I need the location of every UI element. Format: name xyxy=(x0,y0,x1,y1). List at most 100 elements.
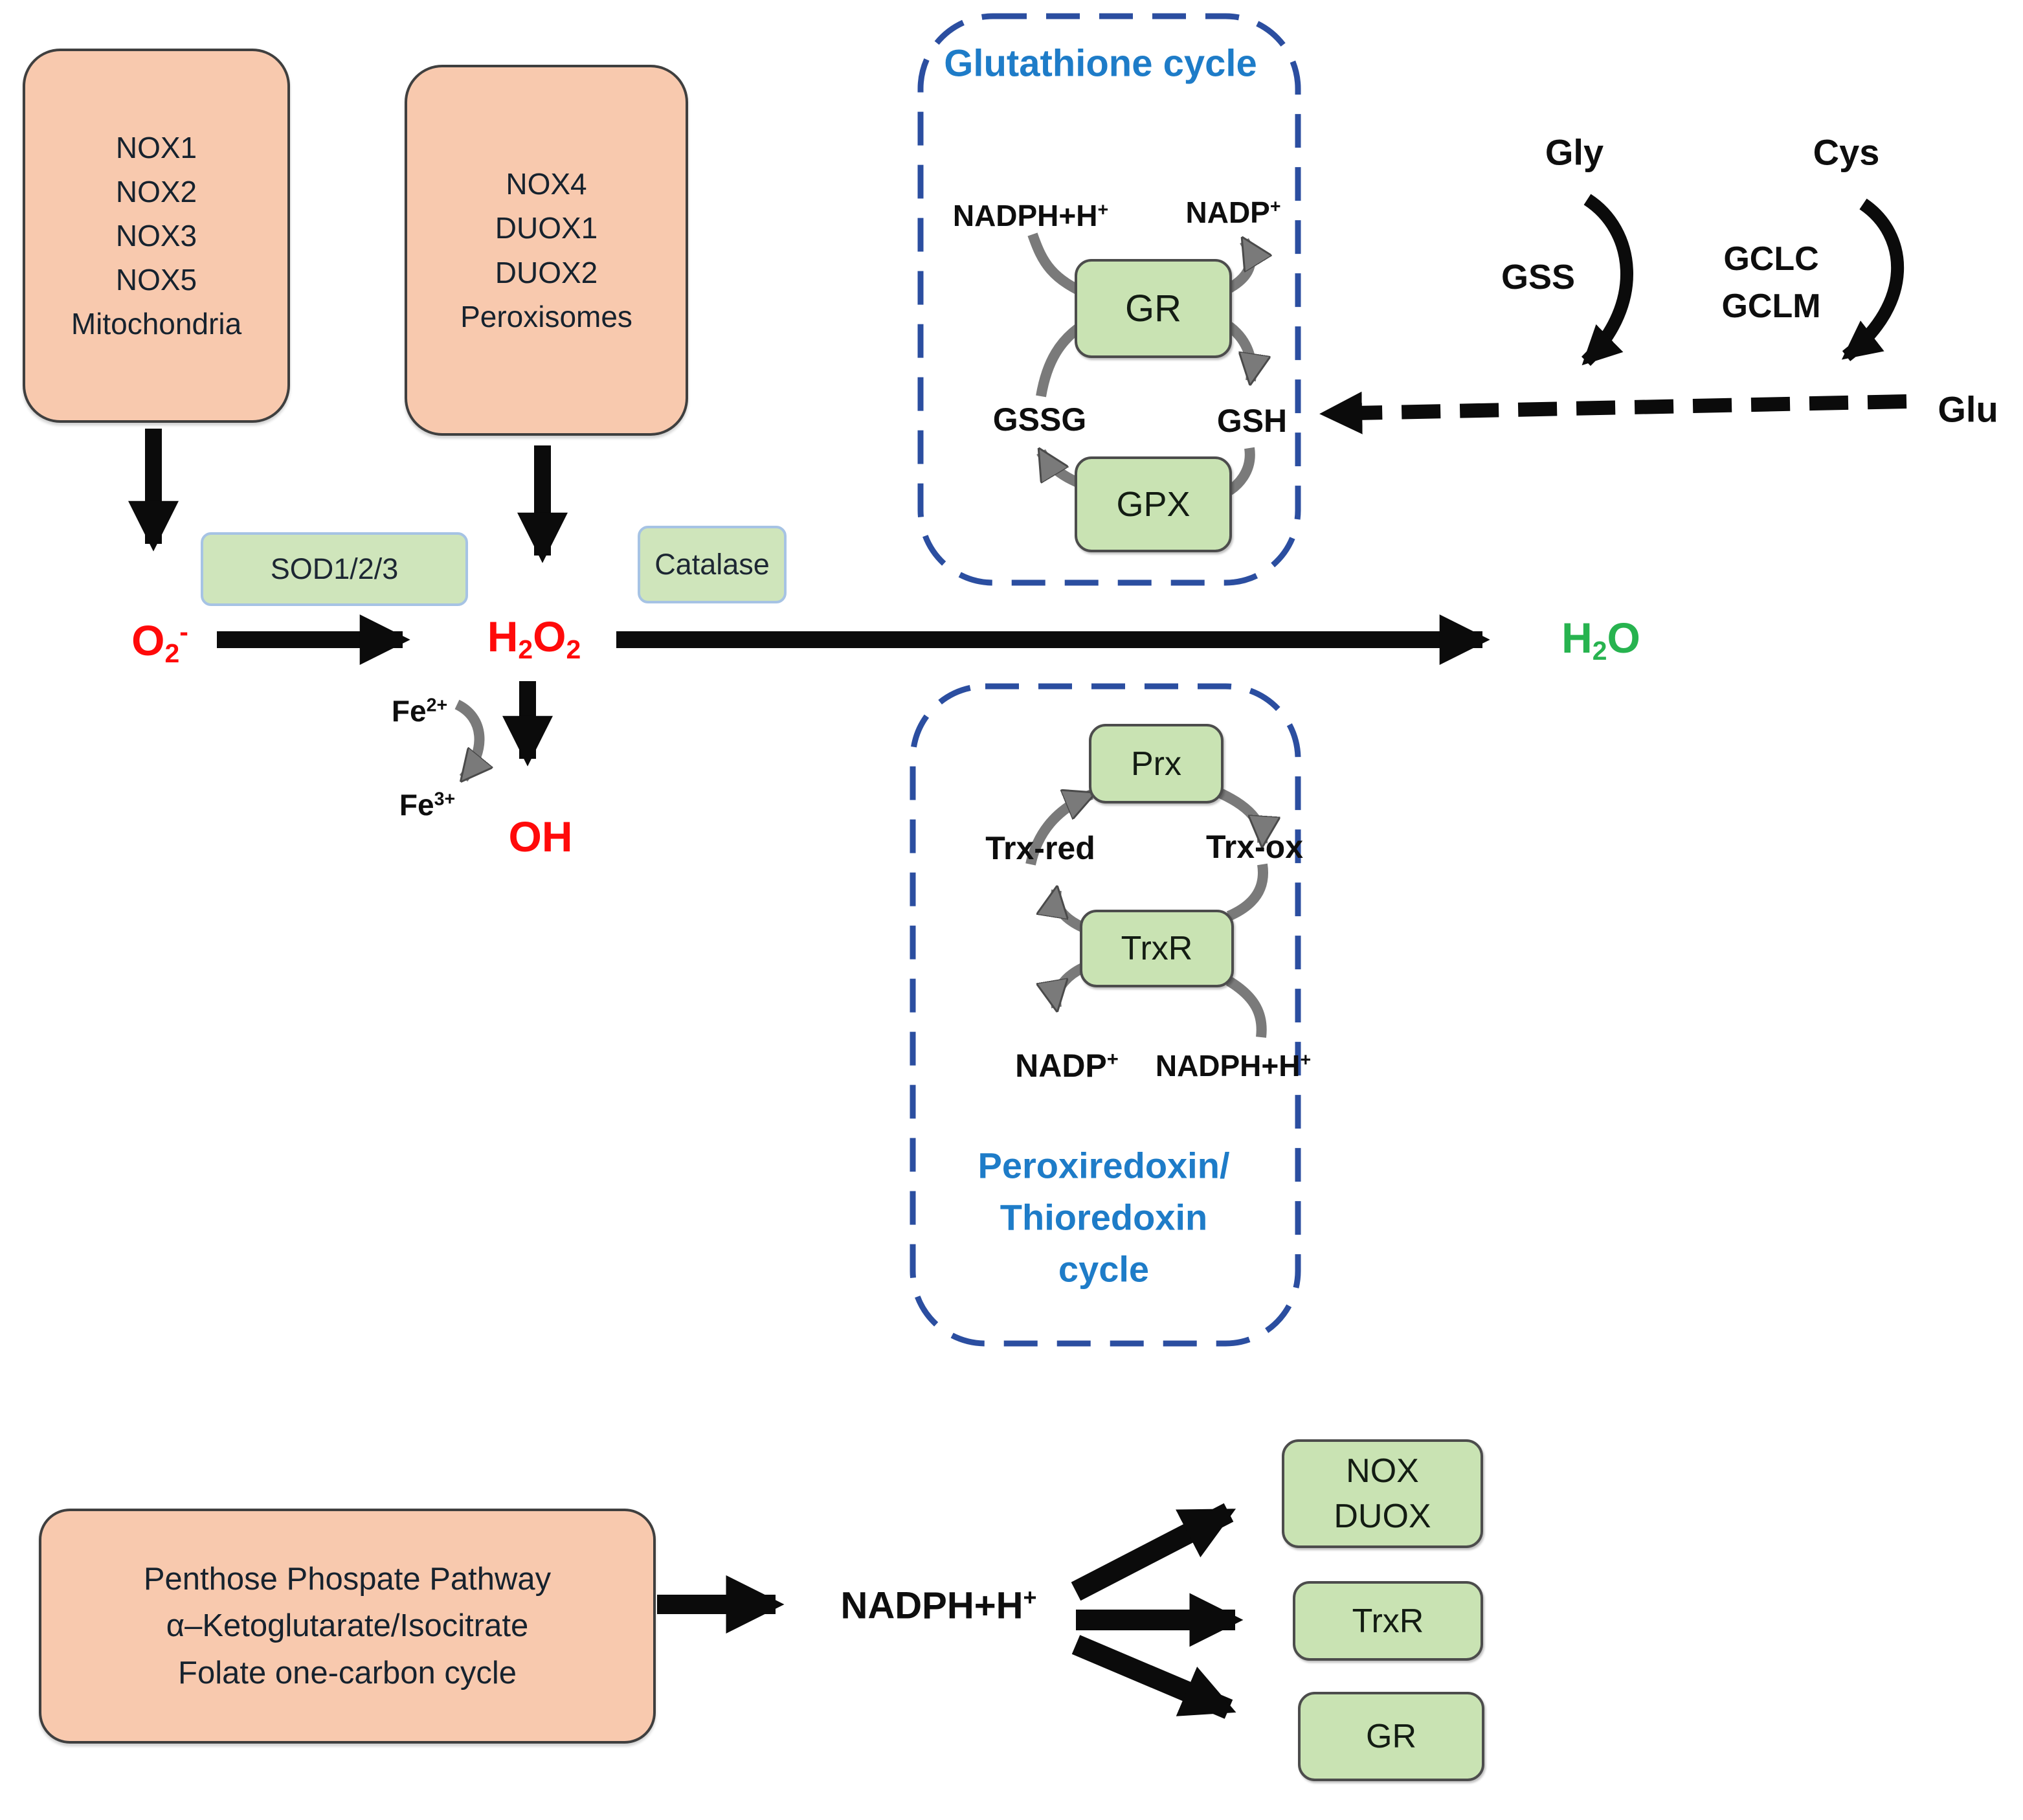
sod-enzyme-box: SOD1/2/3 xyxy=(201,532,468,606)
gss-label: GSS xyxy=(1501,257,1575,297)
arrow-gly-to-gsh-line xyxy=(1582,194,1633,366)
glut-nadp-base: NADP xyxy=(1185,196,1270,229)
fe3-label: Fe3+ xyxy=(399,787,455,822)
gsh-text: GSH xyxy=(1216,403,1288,439)
box-line: Penthose Phospate Pathway xyxy=(143,1561,552,1597)
cys-label: Cys xyxy=(1813,131,1880,174)
prx-nadp-sup: + xyxy=(1106,1047,1119,1070)
box-line: DUOX1 xyxy=(495,211,598,245)
arrow-nadph-to-noxduox xyxy=(1071,1503,1236,1601)
glu-text: Glu xyxy=(1938,388,1998,430)
nadph-sources-box: Penthose Phospate Pathway α–Ketoglutarat… xyxy=(39,1509,656,1744)
gss-text: GSS xyxy=(1501,258,1576,297)
fe2-sup: 2+ xyxy=(426,695,448,716)
gly-text: Gly xyxy=(1545,131,1604,173)
trxr-label: TrxR xyxy=(1121,930,1193,967)
fe3-sup: 3+ xyxy=(434,789,456,810)
hydroxyl-label: OH xyxy=(509,812,573,861)
gclm-label: GCLM xyxy=(1721,287,1820,326)
gclc-text: GCLC xyxy=(1723,240,1819,278)
box-line: NOX4 xyxy=(506,167,587,201)
gr-label: GR xyxy=(1125,287,1181,330)
glu-label: Glu xyxy=(1938,388,1998,431)
glut-nadph-label: NADPH+H+ xyxy=(953,198,1108,233)
box-line: DUOX2 xyxy=(495,255,598,289)
box-line: NOX2 xyxy=(115,174,197,208)
arc-trxox-to-trxr xyxy=(1226,863,1268,921)
prx-cycle-title2-text: Thioredoxin xyxy=(1000,1196,1208,1238)
gly-label: Gly xyxy=(1545,131,1604,174)
gclm-text: GCLM xyxy=(1721,287,1821,325)
duox-target-text: DUOX xyxy=(1334,1498,1431,1535)
superoxide-sup: - xyxy=(179,616,188,647)
prx-cycle-title-line2: Thioredoxin xyxy=(1000,1196,1207,1239)
trx-red-text: Trx-red xyxy=(985,830,1095,866)
trx-red-label: Trx-red xyxy=(985,829,1095,867)
trx-ox-text: Trx-ox xyxy=(1205,829,1304,865)
gsh-label: GSH xyxy=(1217,402,1287,440)
nox-target-text: NOX xyxy=(1346,1452,1419,1490)
box-line: NOX1 xyxy=(115,130,197,164)
prx-cycle-title-line3: cycle xyxy=(1058,1248,1149,1290)
prx-nadph-base: NADPH+H xyxy=(1155,1049,1301,1083)
glutathione-cycle-title: Glutathione cycle xyxy=(944,42,1257,85)
prx-label: Prx xyxy=(1131,745,1181,783)
water-label: H2O xyxy=(1561,613,1640,666)
h2o2-sources-box: NOX4 DUOX1 DUOX2 Peroxisomes xyxy=(405,65,688,436)
box-line: Mitochondria xyxy=(71,307,242,341)
prx-cycle-title3-text: cycle xyxy=(1058,1248,1150,1290)
gssg-text: GSSG xyxy=(992,401,1087,438)
arc-trxr-to-trxred xyxy=(1056,890,1085,932)
superoxide-sources-box: NOX1 NOX2 NOX3 NOX5 Mitochondria xyxy=(23,49,290,423)
arc-nadph-to-trxr xyxy=(1225,976,1267,1038)
h2o2-label: H2O2 xyxy=(487,612,581,665)
nox-duox-target-box: NOX DUOX xyxy=(1282,1439,1483,1548)
box-line: Peroxisomes xyxy=(460,299,632,333)
superoxide-label: O2- xyxy=(131,616,188,669)
glut-nadph-base: NADPH+H xyxy=(952,199,1098,232)
gr-target-text: GR xyxy=(1366,1718,1416,1755)
fe2-label: Fe2+ xyxy=(392,693,447,728)
h2o2-osub: 2 xyxy=(566,635,581,665)
box-line: Folate one-carbon cycle xyxy=(178,1655,517,1691)
superoxide-base: O xyxy=(131,616,165,664)
prx-enzyme-box: Prx xyxy=(1089,724,1224,803)
glut-nadp-sup: + xyxy=(1269,196,1281,218)
glut-nadph-sup: + xyxy=(1097,199,1109,221)
arrow-nadph-to-gr xyxy=(1071,1635,1236,1719)
gclc-label: GCLC xyxy=(1723,240,1818,278)
gpx-label: GPX xyxy=(1116,485,1190,524)
nadph-main-sup: + xyxy=(1023,1584,1037,1611)
box-line: NOX5 xyxy=(115,263,197,297)
box-line: NOX3 xyxy=(115,218,197,253)
trxr-target-text: TrxR xyxy=(1352,1602,1424,1640)
nadph-main-base: NADPH+H xyxy=(840,1584,1023,1627)
box-line: α–Ketoglutarate/Isocitrate xyxy=(166,1608,529,1644)
fe3-base: Fe xyxy=(399,788,434,822)
gr-target-box: GR xyxy=(1298,1692,1484,1781)
hydroxyl-text: OH xyxy=(508,813,573,860)
trx-ox-label: Trx-ox xyxy=(1206,828,1303,866)
arc-trxr-to-nadp xyxy=(1056,963,1085,1007)
water-o: O xyxy=(1607,613,1640,662)
arrow-cys-to-gsh-line xyxy=(1841,198,1905,361)
glut-nadp-label: NADP+ xyxy=(1186,195,1281,230)
prx-nadp-label: NADP+ xyxy=(1015,1047,1119,1084)
prx-nadph-label: NADPH+H+ xyxy=(1156,1048,1311,1083)
glutathione-cycle-title-text: Glutathione cycle xyxy=(944,42,1257,85)
peroxiredoxin-cycle-dashed-box xyxy=(910,683,1301,1347)
fe2-base: Fe xyxy=(391,694,427,728)
water-hsub: 2 xyxy=(1592,636,1607,666)
catalase-enzyme-box: Catalase xyxy=(638,526,787,603)
prx-cycle-title-line1: Peroxiredoxin/ xyxy=(978,1145,1229,1187)
superoxide-sub: 2 xyxy=(164,638,180,669)
prx-nadp-base: NADP xyxy=(1015,1048,1107,1084)
h2o2-hsub: 2 xyxy=(518,635,533,665)
gssg-label: GSSG xyxy=(993,401,1086,438)
trxr-enzyme-box: TrxR xyxy=(1080,910,1234,987)
nadph-main-label: NADPH+H+ xyxy=(841,1584,1037,1628)
gr-enzyme-box: GR xyxy=(1075,259,1232,358)
sod-label: SOD1/2/3 xyxy=(270,552,399,585)
cys-text: Cys xyxy=(1813,131,1880,173)
